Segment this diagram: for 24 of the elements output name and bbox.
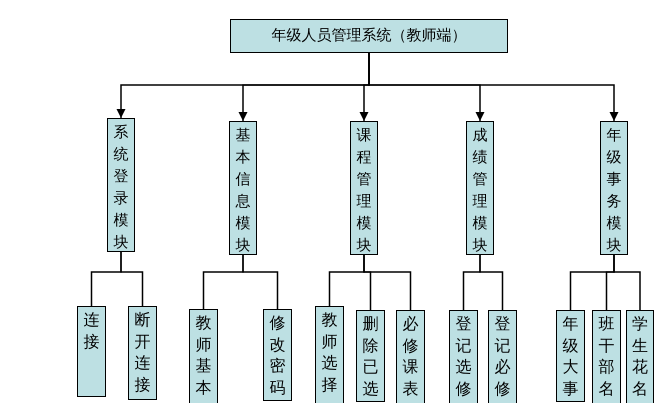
connector-line xyxy=(242,255,278,309)
function-box: 登记必修 xyxy=(488,310,517,403)
connector-line xyxy=(363,255,412,310)
connector-line xyxy=(479,255,504,310)
function-box: 修改密码 xyxy=(263,309,292,401)
module-box: 成绩管理模块 xyxy=(466,121,494,255)
function-box: 删除已选 xyxy=(356,310,385,402)
connector-line xyxy=(613,255,641,310)
function-box: 教师基本 xyxy=(189,309,218,403)
function-box: 年级大事 xyxy=(556,310,585,402)
function-box: 班干部名 xyxy=(592,310,621,403)
function-box: 连接 xyxy=(77,306,106,397)
function-box: 断开连接 xyxy=(128,306,157,400)
connector-line xyxy=(120,252,144,306)
function-box: 教师选择 xyxy=(315,306,344,403)
module-box: 系统登录模块 xyxy=(107,118,135,252)
function-box: 必修课表 xyxy=(396,310,425,403)
root-box: 年级人员管理系统（教师端） xyxy=(230,19,508,53)
arrow xyxy=(368,53,618,121)
module-box: 课程管理模块 xyxy=(350,121,378,255)
function-box: 学生花名 xyxy=(626,310,654,403)
module-box: 基本信息模块 xyxy=(229,121,257,255)
module-box: 年级事务模块 xyxy=(600,121,628,255)
function-box: 登记选修 xyxy=(449,310,478,403)
